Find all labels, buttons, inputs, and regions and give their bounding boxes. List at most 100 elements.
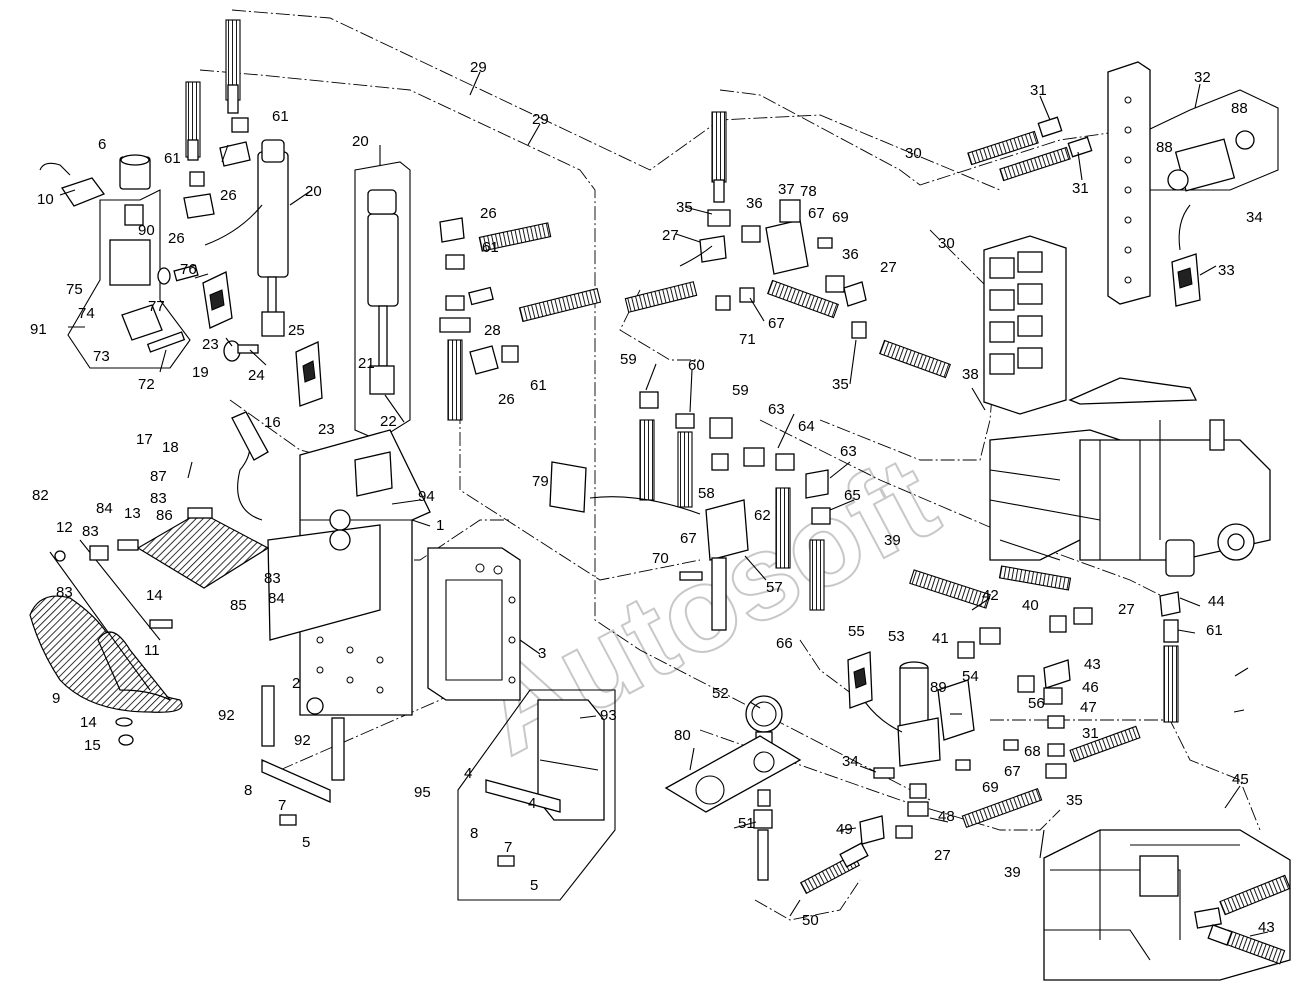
label-34: 34 — [1246, 209, 1263, 226]
label-37: 37 — [778, 181, 795, 198]
label-8: 8 — [244, 782, 252, 799]
label-18: 18 — [162, 439, 179, 456]
hydraulic-cylinder-left — [202, 139, 289, 362]
label-35: 35 — [676, 199, 693, 216]
label-61: 61 — [482, 239, 499, 256]
label-5: 5 — [302, 834, 310, 851]
label-47: 47 — [1080, 699, 1097, 716]
label-15: 15 — [84, 737, 101, 754]
label-24: 24 — [248, 367, 265, 384]
machine-overview — [989, 377, 1271, 577]
label-31: 31 — [1072, 180, 1089, 197]
label-23: 23 — [202, 336, 219, 353]
foot-plate-85 — [136, 507, 270, 589]
label-86: 86 — [156, 507, 173, 524]
label-95: 95 — [414, 784, 431, 801]
label-36: 36 — [746, 195, 763, 212]
label-83: 83 — [82, 523, 99, 540]
label-33: 33 — [1218, 262, 1235, 279]
label-8: 8 — [470, 825, 478, 842]
label-29: 29 — [532, 111, 549, 128]
leader-lines — [59, 71, 1269, 937]
label-21: 21 — [358, 355, 375, 372]
linkage-rod — [49, 539, 173, 746]
label-26: 26 — [480, 205, 497, 222]
label-7: 7 — [278, 797, 286, 814]
label-40: 40 — [1022, 597, 1039, 614]
label-73: 73 — [93, 348, 110, 365]
label-92: 92 — [218, 707, 235, 724]
label-57: 57 — [766, 579, 783, 596]
label-69: 69 — [982, 779, 999, 796]
filter-assembly — [847, 651, 975, 779]
label-65: 65 — [844, 487, 861, 504]
label-85: 85 — [230, 597, 247, 614]
label-4: 4 — [464, 765, 472, 782]
frame-plate-1 — [231, 411, 431, 716]
guide-plate-3 — [427, 547, 521, 701]
label-67: 67 — [808, 205, 825, 222]
label-13: 13 — [124, 505, 141, 522]
label-39: 39 — [1004, 864, 1021, 881]
label-49: 49 — [836, 821, 853, 838]
label-82: 82 — [32, 487, 49, 504]
label-84: 84 — [96, 500, 113, 517]
label-54: 54 — [962, 668, 979, 685]
label-63: 63 — [840, 443, 857, 460]
label-88: 88 — [1231, 100, 1248, 117]
valve-block-top-center — [624, 111, 951, 379]
label-64: 64 — [798, 418, 815, 435]
label-66: 66 — [776, 635, 793, 652]
label-61: 61 — [1206, 622, 1223, 639]
label-27: 27 — [1118, 601, 1135, 618]
label-31: 31 — [1082, 725, 1099, 742]
label-26: 26 — [168, 230, 185, 247]
label-74: 74 — [78, 305, 95, 322]
solenoid-valve-group — [39, 154, 199, 353]
label-72: 72 — [138, 376, 155, 393]
label-39: 39 — [884, 532, 901, 549]
label-41: 41 — [932, 630, 949, 647]
label-2: 2 — [292, 675, 300, 692]
label-5: 5 — [530, 877, 538, 894]
label-83: 83 — [150, 490, 167, 507]
label-26: 26 — [220, 187, 237, 204]
label-14: 14 — [146, 587, 163, 604]
label-11: 11 — [144, 642, 160, 659]
bracket-parts-left — [261, 685, 345, 826]
label-44: 44 — [1208, 593, 1225, 610]
label-59: 59 — [732, 382, 749, 399]
label-31: 31 — [1030, 82, 1047, 99]
label-14: 14 — [80, 714, 97, 731]
label-1: 1 — [436, 517, 444, 534]
hoses-lower-center — [799, 783, 929, 895]
gauge-panel — [664, 695, 802, 881]
label-94: 94 — [418, 488, 435, 505]
label-83: 83 — [264, 570, 281, 587]
label-89: 89 — [930, 679, 947, 696]
label-92: 92 — [294, 732, 311, 749]
label-25: 25 — [288, 322, 305, 339]
label-62: 62 — [754, 507, 771, 524]
label-43: 43 — [1258, 919, 1275, 936]
label-36: 36 — [842, 246, 859, 263]
label-7: 7 — [504, 839, 512, 856]
label-50: 50 — [802, 912, 819, 929]
fittings-lower-right — [909, 565, 1181, 829]
label-27: 27 — [880, 259, 897, 276]
label-55: 55 — [848, 623, 865, 640]
label-80: 80 — [674, 727, 691, 744]
label-9: 9 — [52, 690, 60, 707]
label-27: 27 — [934, 847, 951, 864]
label-52: 52 — [712, 685, 729, 702]
label-67: 67 — [1004, 763, 1021, 780]
label-75: 75 — [66, 281, 83, 298]
label-84: 84 — [268, 590, 285, 607]
label-19: 19 — [192, 364, 209, 381]
label-17: 17 — [136, 431, 153, 448]
label-53: 53 — [888, 628, 905, 645]
plate-group-93 — [485, 699, 605, 867]
label-43: 43 — [1084, 656, 1101, 673]
label-23: 23 — [318, 421, 335, 438]
label-68: 68 — [1024, 743, 1041, 760]
